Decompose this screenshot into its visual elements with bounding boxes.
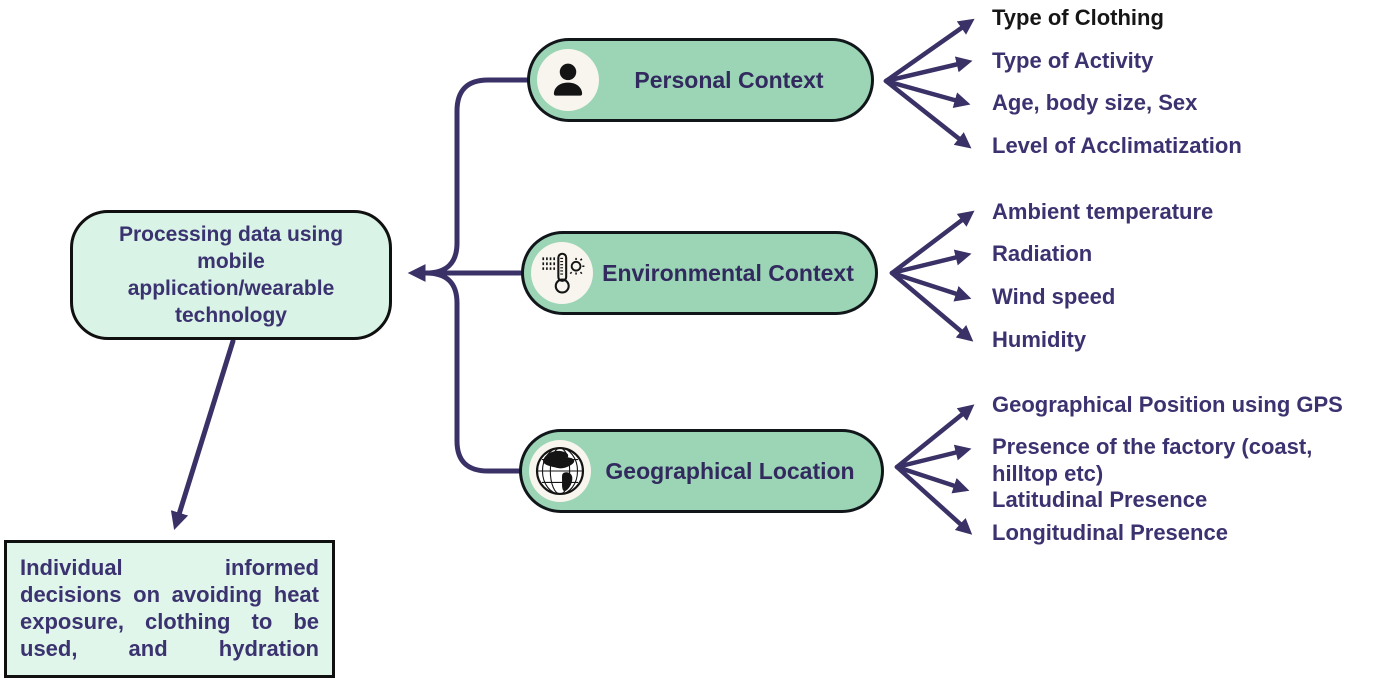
fan-personal-3: [883, 78, 971, 108]
fan-geographic-2: [894, 444, 972, 470]
fan-geographic-3: [894, 464, 970, 494]
root-line: technology: [174, 304, 287, 327]
branch-label: Personal Context: [634, 66, 824, 93]
branch-label: Geographical Location: [605, 457, 855, 484]
leaf-ambient-temperature: Ambient temperature: [992, 199, 1214, 224]
fan-personal-1: [883, 18, 975, 84]
leaf-humidity: Humidity: [992, 327, 1087, 352]
branch-environmental-context: Environmental Context: [521, 231, 878, 315]
leaf-type-of-clothing: Type of Clothing: [992, 5, 1164, 30]
person-icon: [537, 49, 599, 111]
outcome-box: Individual informed decisions on avoidin…: [4, 540, 335, 678]
leaf-level-of-acclimatization: Level of Acclimatization: [992, 133, 1242, 158]
trunk-top-elbow: [423, 77, 530, 276]
root-line: mobile: [197, 250, 265, 273]
leaf-latitudinal-presence: Latitudinal Presence: [992, 487, 1208, 512]
leaf-wind-speed: Wind speed: [992, 284, 1116, 309]
fan-personal-2: [883, 56, 973, 84]
leaf-geographical-position-gps: Geographical Position using GPS: [992, 392, 1343, 417]
globe-icon: [529, 440, 591, 502]
leaf-type-of-activity: Type of Activity: [992, 48, 1154, 73]
fan-environment-4: [889, 270, 974, 342]
thermometer-sun-icon: [531, 242, 593, 304]
fan-geographic-4: [894, 464, 973, 535]
root-to-outcome-arrow: [170, 338, 236, 531]
trunk-bottom-elbow: [423, 270, 523, 474]
root-line: Processing data using: [118, 223, 344, 246]
branch-label: Environmental Context: [602, 259, 854, 286]
fan-environment-3: [889, 270, 972, 302]
branch-personal-context: Personal Context: [527, 38, 874, 122]
fan-geographic-1: [894, 404, 975, 470]
fan-environment-2: [889, 249, 972, 276]
root-process-box: Processing data using mobile application…: [70, 210, 392, 340]
fan-personal-4: [883, 78, 972, 149]
leaf-radiation: Radiation: [992, 241, 1093, 266]
leaf-presence-of-factory: Presence of the factory (coast, hilltop …: [992, 434, 1313, 486]
branch-geographical-location: Geographical Location: [519, 429, 884, 513]
root-line: application/wearable: [127, 277, 335, 300]
fan-environment-1: [889, 210, 975, 276]
leaf-age-body-size-sex: Age, body size, Sex: [992, 90, 1198, 115]
leaf-longitudinal-presence: Longitudinal Presence: [992, 520, 1228, 545]
